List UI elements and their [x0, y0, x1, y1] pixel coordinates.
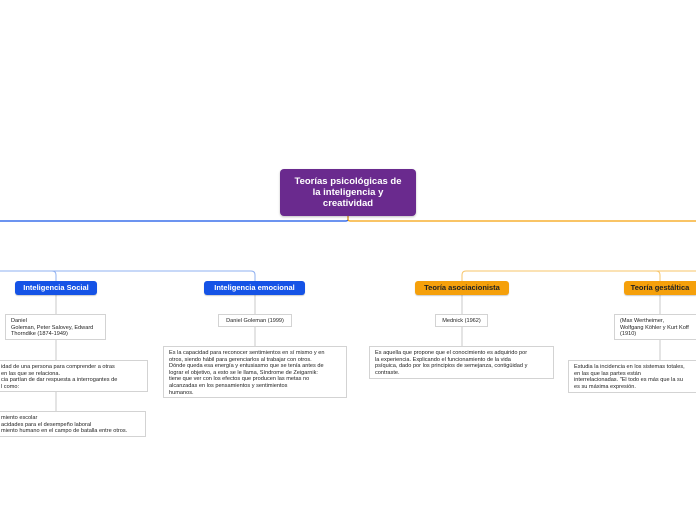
blue-bus-line — [0, 270, 256, 281]
social-definition-box[interactable]: idad de una persona para comprender a ot… — [0, 360, 148, 392]
root-link-right — [347, 216, 696, 222]
gestaltica-definition-box[interactable]: Estudia la incidencia en los sistemas to… — [568, 360, 696, 393]
root-topic[interactable]: Teorías psicológicas de la inteligencia … — [280, 169, 416, 216]
gestaltica-authors-box[interactable]: (Max Wertheimer, Wolfgang Köhler y Kurt … — [614, 314, 696, 340]
asociacionista-authors-box[interactable]: Mednick (1962) — [435, 314, 488, 327]
orange-bus-line — [461, 270, 696, 281]
asociacionista-definition-box[interactable]: Es aquella que propone que el conocimien… — [369, 346, 554, 379]
root-link-left — [0, 216, 349, 222]
topic-inteligencia-emocional[interactable]: Inteligencia emocional — [204, 281, 305, 295]
topic-teoria-asociacionista[interactable]: Teoría asociacionista — [415, 281, 509, 295]
topic-inteligencia-social[interactable]: Inteligencia Social — [15, 281, 97, 295]
emocional-authors-box[interactable]: Daniel Goleman (1999) — [218, 314, 292, 327]
orange-drop-gestalt — [655, 270, 661, 281]
social-applications-box[interactable]: miento escolar acidades para el desempeñ… — [0, 411, 146, 437]
topic-teoria-gestaltica[interactable]: Teoría gestáltica — [624, 281, 696, 295]
social-authors-box[interactable]: Daniel Goleman, Peter Salovey, Edward Th… — [5, 314, 106, 340]
blue-drop-social — [51, 270, 57, 281]
emocional-definition-box[interactable]: Es la capacidad para reconocer sentimien… — [163, 346, 347, 398]
